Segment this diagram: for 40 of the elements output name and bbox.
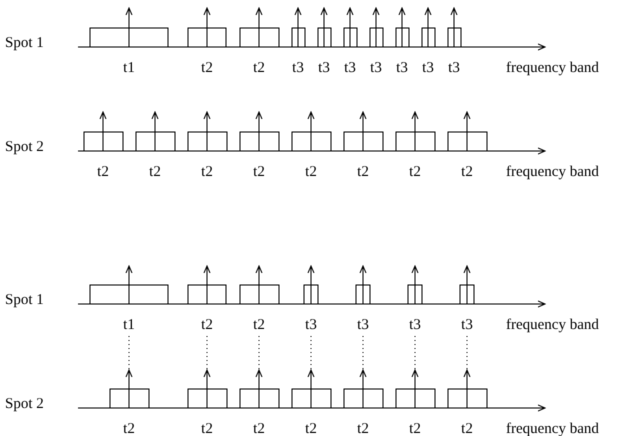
axis-label: frequency band [506,164,599,180]
band-label: t3 [461,317,473,333]
band-label: t2 [357,164,369,180]
band-label: t3 [344,60,356,76]
band-label: t2 [305,421,317,436]
band-label: t3 [305,317,317,333]
band-label: t2 [253,164,265,180]
band-label: t2 [253,317,265,333]
band-label: t2 [409,421,421,436]
axis-label: frequency band [506,317,599,333]
spot-label: Spot 1 [5,35,44,51]
band-label: t2 [253,60,265,76]
axis-label: frequency band [506,421,599,436]
band-label: t2 [201,317,213,333]
band-label: t1 [123,317,135,333]
band-label: t3 [422,60,434,76]
axis-label: frequency band [506,60,599,76]
spot-label: Spot 2 [5,396,44,412]
band-label: t1 [123,60,135,76]
band-label: t2 [123,421,135,436]
band-label: t2 [201,421,213,436]
band-label: t2 [461,421,473,436]
band-label: t3 [370,60,382,76]
spot-label: Spot 2 [5,139,44,155]
band-label: t2 [97,164,109,180]
band-label: t2 [201,60,213,76]
band-label: t2 [149,164,161,180]
band-label: t2 [305,164,317,180]
band-label: t3 [292,60,304,76]
band-label: t2 [409,164,421,180]
band-label: t3 [448,60,460,76]
band-label: t3 [396,60,408,76]
band-label: t3 [409,317,421,333]
band-label: t3 [318,60,330,76]
band-label: t2 [201,164,213,180]
band-label: t2 [461,164,473,180]
spot-label: Spot 1 [5,292,44,308]
band-label: t3 [357,317,369,333]
band-label: t2 [253,421,265,436]
band-label: t2 [357,421,369,436]
